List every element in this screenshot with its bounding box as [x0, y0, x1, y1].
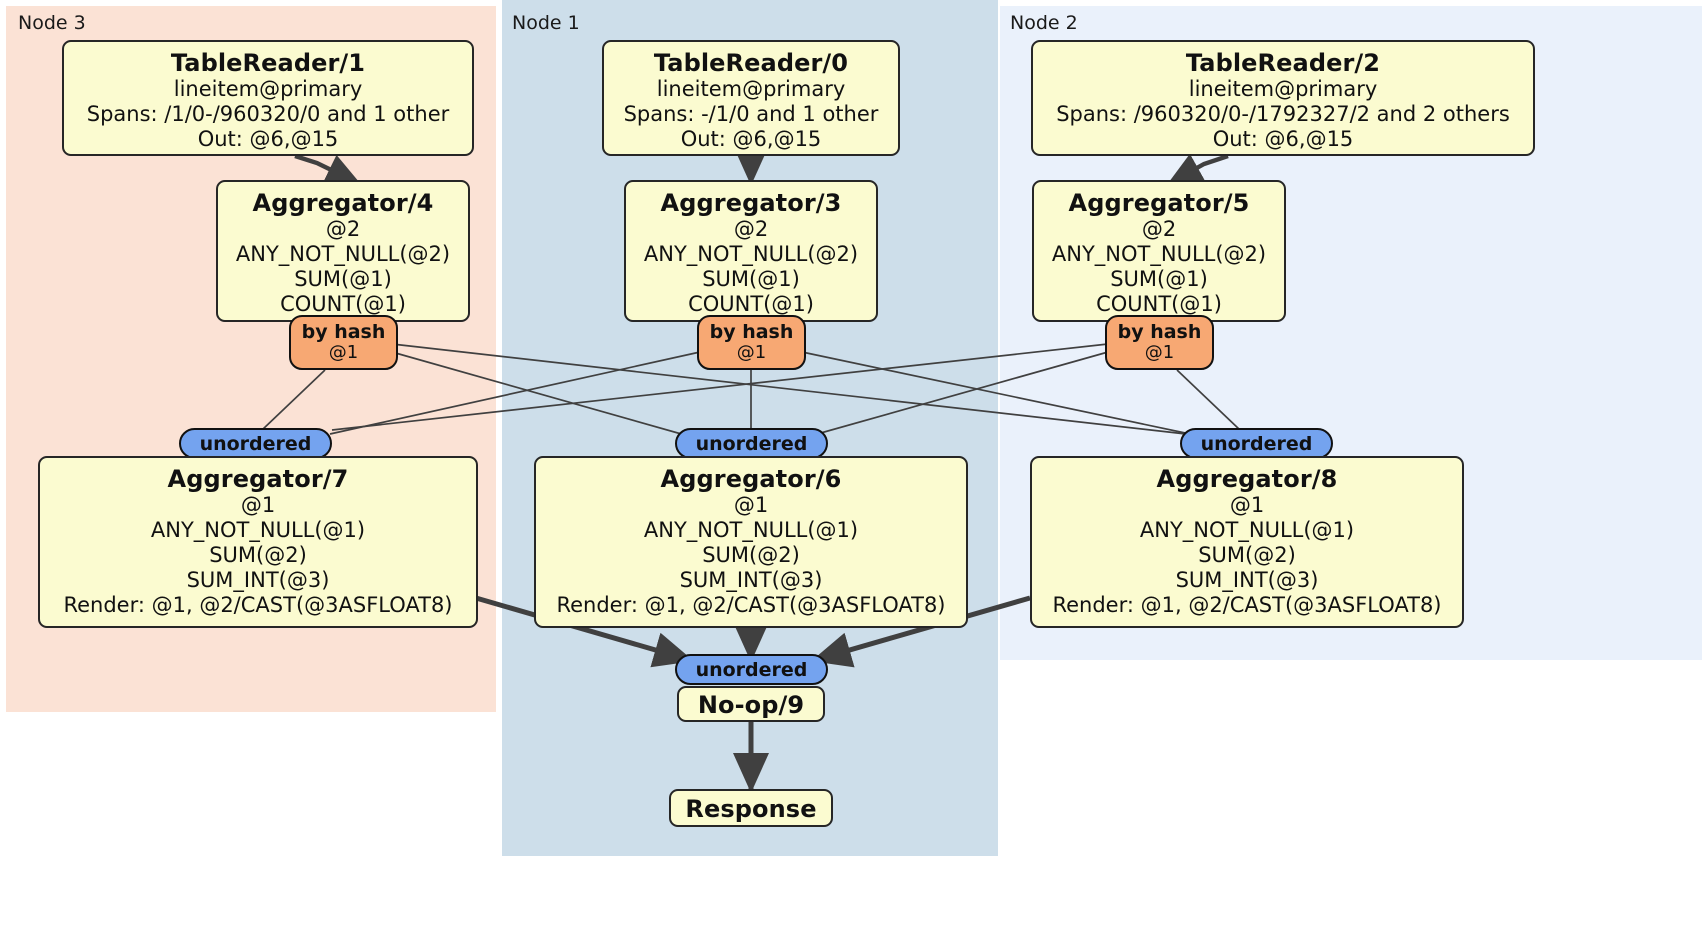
router-type-label: by hash: [301, 321, 386, 343]
processor-title: TableReader/2: [1185, 49, 1381, 77]
processor-render-line: Render: @1, @2/CAST(@3ASFLOAT8): [556, 593, 946, 618]
input-sync-unordered-final[interactable]: unordered: [675, 654, 828, 685]
input-sync-label: unordered: [199, 433, 312, 455]
router-column-label: @1: [1144, 341, 1175, 363]
processor-aggregator5[interactable]: Aggregator/5 @2 ANY_NOT_NULL(@2) SUM(@1)…: [1032, 180, 1286, 322]
router-type-label: by hash: [1117, 321, 1202, 343]
edge-hash-right-to-unordered-center: [809, 351, 1109, 437]
processor-title: Aggregator/4: [252, 189, 434, 217]
input-sync-unordered-right[interactable]: unordered: [1180, 428, 1333, 459]
processor-line: @2: [733, 217, 769, 242]
processor-line: Out: @6,@15: [680, 127, 822, 152]
processor-render-line: Render: @1, @2/CAST(@3ASFLOAT8): [1052, 593, 1442, 618]
processor-line: SUM(@2): [209, 543, 307, 568]
edge-hash-left-to-unordered-left: [261, 369, 326, 431]
processor-aggregator6[interactable]: Aggregator/6 @1 ANY_NOT_NULL(@1) SUM(@2)…: [534, 456, 968, 628]
processor-line: ANY_NOT_NULL(@2): [1051, 242, 1267, 267]
processor-line: COUNT(@1): [280, 292, 406, 317]
edge-hash-center-to-unordered-right: [801, 351, 1191, 435]
processor-aggregator4[interactable]: Aggregator/4 @2 ANY_NOT_NULL(@2) SUM(@1)…: [216, 180, 470, 322]
input-sync-unordered-center[interactable]: unordered: [675, 428, 828, 459]
processor-tablereader1[interactable]: TableReader/1 lineitem@primary Spans: /1…: [62, 40, 474, 156]
processor-line: lineitem@primary: [1188, 77, 1378, 102]
processor-render-line: Render: @1, @2/CAST(@3ASFLOAT8): [63, 593, 453, 618]
processor-title: Aggregator/5: [1068, 189, 1250, 217]
edge-aggregator8-to-unordered-final: [811, 595, 1031, 668]
processor-aggregator7[interactable]: Aggregator/7 @1 ANY_NOT_NULL(@1) SUM(@2)…: [38, 456, 478, 628]
processor-line: @2: [1141, 217, 1177, 242]
processor-line: SUM_INT(@3): [1175, 568, 1319, 593]
panel-label-node-2: Node 2: [1010, 12, 1078, 34]
processor-line: SUM(@2): [1198, 543, 1296, 568]
processor-line: COUNT(@1): [688, 292, 814, 317]
processor-title: Response: [685, 795, 817, 823]
processor-title: Aggregator/8: [1156, 465, 1338, 493]
processor-line: Spans: /1/0-/960320/0 and 1 other: [86, 102, 450, 127]
edge-hash-right-to-unordered-left: [331, 343, 1109, 431]
processor-line: SUM(@1): [294, 267, 392, 292]
processor-line: Spans: -/1/0 and 1 other: [623, 102, 879, 127]
output-router-hash-right[interactable]: by hash @1: [1105, 315, 1214, 370]
output-router-hash-left[interactable]: by hash @1: [289, 315, 398, 370]
router-type-label: by hash: [709, 321, 794, 343]
input-sync-label: unordered: [1200, 433, 1313, 455]
edge-aggregator7-to-unordered-final: [475, 595, 694, 668]
processor-line: Spans: /960320/0-/1792327/2 and 2 others: [1056, 102, 1510, 127]
processor-line: SUM(@1): [1110, 267, 1208, 292]
processor-line: @1: [733, 493, 769, 518]
processor-line: Out: @6,@15: [197, 127, 339, 152]
input-sync-unordered-left[interactable]: unordered: [179, 428, 332, 459]
edge-hash-left-to-unordered-center: [391, 351, 693, 438]
processor-tablereader0[interactable]: TableReader/0 lineitem@primary Spans: -/…: [602, 40, 900, 156]
processor-line: lineitem@primary: [656, 77, 846, 102]
processor-title: Aggregator/3: [660, 189, 842, 217]
panel-label-node-3: Node 3: [18, 12, 86, 34]
processor-line: SUM_INT(@3): [679, 568, 823, 593]
edge-tablereader1-aggregator4: [294, 153, 362, 185]
input-sync-label: unordered: [695, 659, 808, 681]
processor-title: TableReader/0: [653, 49, 849, 77]
processor-aggregator8[interactable]: Aggregator/8 @1 ANY_NOT_NULL(@1) SUM(@2)…: [1030, 456, 1464, 628]
processor-line: ANY_NOT_NULL(@1): [1139, 518, 1355, 543]
processor-line: ANY_NOT_NULL(@1): [643, 518, 859, 543]
edge-hash-right-to-unordered-right: [1176, 369, 1241, 431]
edge-hash-left-to-unordered-right: [391, 343, 1187, 435]
output-router-hash-center[interactable]: by hash @1: [697, 315, 806, 370]
input-sync-label: unordered: [695, 433, 808, 455]
processor-line: SUM_INT(@3): [186, 568, 330, 593]
processor-title: No-op/9: [697, 691, 805, 719]
edge-tablereader2-aggregator5: [1166, 153, 1229, 185]
processor-title: Aggregator/6: [660, 465, 842, 493]
processor-line: Out: @6,@15: [1212, 127, 1354, 152]
processor-line: SUM(@2): [702, 543, 800, 568]
processor-line: @1: [1229, 493, 1265, 518]
processor-line: @2: [325, 217, 361, 242]
processor-line: lineitem@primary: [173, 77, 363, 102]
processor-line: ANY_NOT_NULL(@2): [235, 242, 451, 267]
processor-line: SUM(@1): [702, 267, 800, 292]
router-column-label: @1: [328, 341, 359, 363]
processor-title: TableReader/1: [170, 49, 366, 77]
processor-tablereader2[interactable]: TableReader/2 lineitem@primary Spans: /9…: [1031, 40, 1535, 156]
processor-line: ANY_NOT_NULL(@1): [150, 518, 366, 543]
processor-line: ANY_NOT_NULL(@2): [643, 242, 859, 267]
processor-noop9[interactable]: No-op/9: [677, 686, 825, 722]
processor-line: @1: [240, 493, 276, 518]
processor-title: Aggregator/7: [167, 465, 349, 493]
processor-response[interactable]: Response: [669, 789, 833, 827]
panel-label-node-1: Node 1: [512, 12, 580, 34]
processor-line: COUNT(@1): [1096, 292, 1222, 317]
router-column-label: @1: [736, 341, 767, 363]
edge-hash-center-to-unordered-left: [329, 351, 701, 435]
processor-aggregator3[interactable]: Aggregator/3 @2 ANY_NOT_NULL(@2) SUM(@1)…: [624, 180, 878, 322]
